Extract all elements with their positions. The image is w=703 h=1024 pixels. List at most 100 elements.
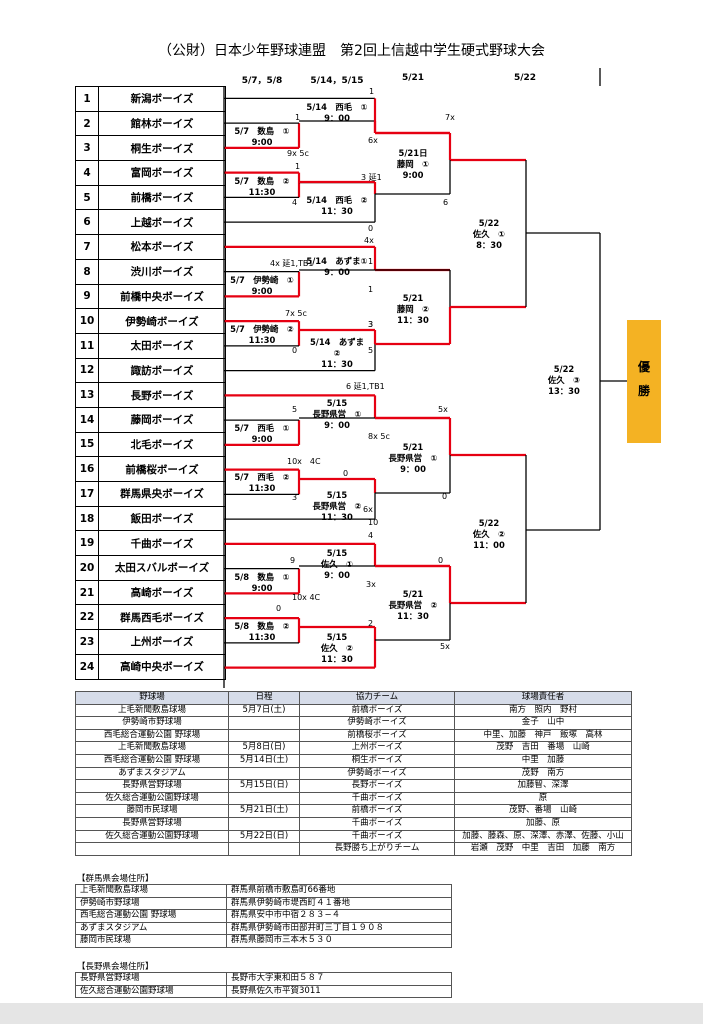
team-name: 北毛ボーイズ <box>98 431 226 458</box>
match-label-line: 長野県営 ② <box>312 501 362 511</box>
score-label: 1 <box>295 162 301 171</box>
champion-char: 優 <box>637 360 650 374</box>
schedule-cell <box>228 791 300 806</box>
score-label: 2 <box>368 619 374 628</box>
schedule-header: 協力チーム <box>299 691 455 705</box>
venue-name: 佐久総合運動公園野球場 <box>75 984 227 999</box>
schedule-cell: 岩瀬 茂野 中里 吉田 加藤 南方 <box>454 842 632 856</box>
schedule-cell: 前橋ボーイズ <box>299 703 455 718</box>
venue-name: 伊勢崎市野球場 <box>75 896 227 911</box>
match-label-line: 佐久 ② <box>472 529 506 539</box>
venue-address: 群馬県前橋市敷島町66番地 <box>226 884 452 898</box>
match-label-line: 11：30 <box>397 611 429 621</box>
team-number: 15 <box>75 431 99 458</box>
team-name: 館林ボーイズ <box>98 110 226 137</box>
schedule-cell: 茂野、番場 山崎 <box>454 804 632 818</box>
match-label-line: 11：30 <box>397 315 429 325</box>
schedule-cell: 原 <box>454 791 632 806</box>
match-label-line: 9：00 <box>324 267 350 277</box>
match-label-line: 9：00 <box>324 570 350 580</box>
score-label: 10x 4C <box>292 593 321 602</box>
schedule-cell: 5月7日(土) <box>228 703 300 718</box>
score-label: 1 <box>368 285 374 294</box>
schedule-cell: 長野県営野球場 <box>75 779 229 793</box>
match-label-line: 5/7 伊勢崎 ② <box>230 324 294 334</box>
schedule-cell: 伊勢崎市野球場 <box>75 716 229 730</box>
match-label-line: 長野県営 ① <box>388 453 438 463</box>
team-name: 新潟ボーイズ <box>98 86 226 112</box>
schedule-cell: 5月8日(日) <box>228 741 300 755</box>
team-name: 前橋ボーイズ <box>98 184 226 211</box>
match-label-line: 9:00 <box>402 170 424 180</box>
match-label-line: 5/14 西毛 ① <box>306 102 368 112</box>
match-label-line: 5/22 <box>478 518 500 528</box>
match-label-line: 11:30 <box>248 187 276 197</box>
schedule-cell: 西毛総合運動公園 野球場 <box>75 728 229 743</box>
match-label-line: 5/8 数島 ② <box>234 621 290 631</box>
schedule-cell: 伊勢崎ボーイズ <box>299 716 455 730</box>
venue-name: 長野県営野球場 <box>75 972 227 986</box>
match-label-line: 9:00 <box>251 286 273 296</box>
score-label: 7x 5c <box>285 309 307 318</box>
match-label-line: 8：30 <box>476 240 502 250</box>
match-label-line: 11:30 <box>248 335 276 345</box>
schedule-cell <box>228 842 300 856</box>
schedule-cell: 5月15日(日) <box>228 779 300 793</box>
score-label: 6 <box>443 198 449 207</box>
match-label-line: 5/15 <box>326 548 348 558</box>
schedule-cell <box>228 766 300 781</box>
page-title: （公財）日本少年野球連盟 第2回上信越中学生硬式野球大会 <box>158 43 545 59</box>
score-label: 5x <box>438 405 448 414</box>
score-label: 3 <box>368 320 374 329</box>
venue-address: 群馬県安中市中宿２８３−４ <box>226 909 452 923</box>
schedule-cell <box>75 842 229 856</box>
score-label: 1 <box>368 257 374 266</box>
schedule-cell: 中里、加藤 神戸 飯塚 高林 <box>454 728 632 743</box>
match-label-line: 5/21日 <box>398 148 428 158</box>
round-header: 5/7，5/8 <box>241 76 283 86</box>
score-label: 0 <box>368 224 374 233</box>
score-label: 4x 延1,TB1 <box>270 259 314 268</box>
match-label-line: 長野県営 ② <box>388 600 438 610</box>
match-label-line: 5/7 西毛 ② <box>234 472 290 482</box>
team-number: 19 <box>75 530 99 557</box>
address-row: 藤岡市民球場群馬県藤岡市三本木５３０ <box>75 934 452 948</box>
bracket <box>223 68 627 688</box>
schedule-cell <box>228 816 300 831</box>
match-label-line: 5/8 数島 ① <box>234 572 290 582</box>
match-label-line: 5/14 あずま <box>309 337 365 347</box>
schedule-cell: 西毛総合運動公園 野球場 <box>75 753 229 768</box>
score-label: 9x 5c <box>287 149 309 158</box>
match-label-line: 9：00 <box>324 113 350 123</box>
venue-name: あずまスタジアム <box>75 921 227 936</box>
schedule-cell: 前橋ボーイズ <box>299 804 455 818</box>
team-number: 10 <box>75 308 99 334</box>
match-label-line: 藤岡 ① <box>396 159 430 169</box>
score-label: 7x <box>445 113 455 122</box>
team-number: 8 <box>75 258 99 285</box>
match-label-line: 5/7 数島 ① <box>234 126 290 136</box>
match-label-line: 長野県営 ① <box>312 409 362 419</box>
score-label: 1 <box>295 113 301 122</box>
team-number: 24 <box>75 653 99 680</box>
score-label: 5x <box>440 642 450 651</box>
score-label: 0 <box>292 346 298 355</box>
venue-address: 長野県佐久市平賀3011 <box>226 984 452 999</box>
match-label-line: 5/21 <box>402 293 424 303</box>
venue-address: 群馬県伊勢崎市田部井町三丁目１９０８ <box>226 921 452 936</box>
